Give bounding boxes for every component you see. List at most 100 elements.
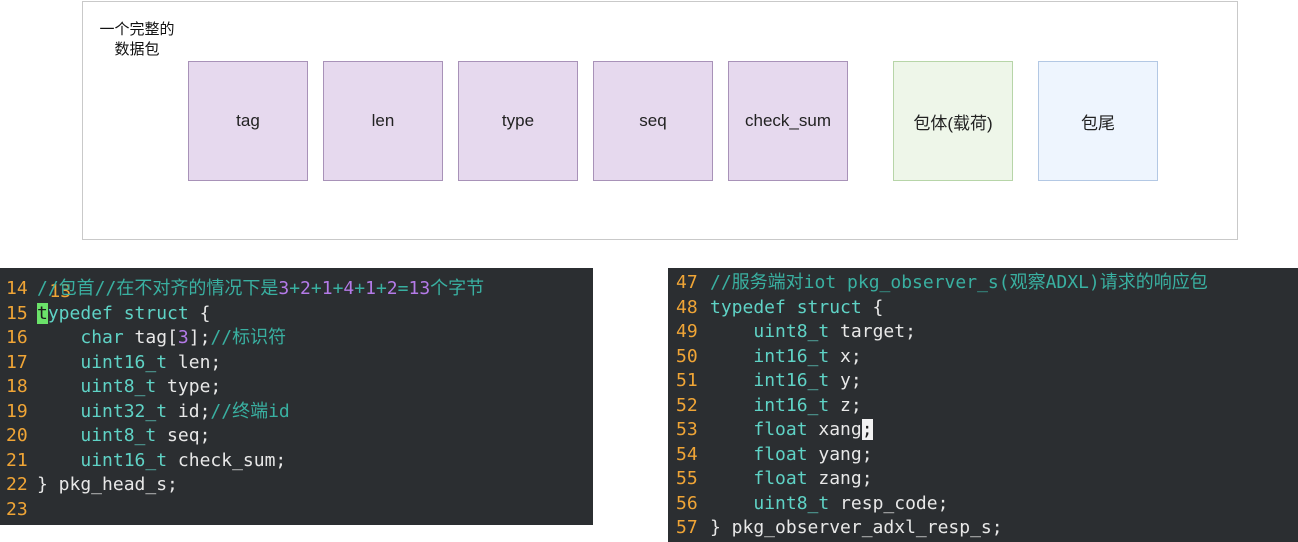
- code-panel-observer-resp: 47//服务端对iot pkg_observer_s(观察ADXL)请求的响应包…: [668, 268, 1298, 542]
- code-token: seq;: [156, 425, 211, 446]
- line-number: 51: [676, 370, 698, 391]
- code-token: tag[: [123, 327, 178, 348]
- code-token: char: [80, 327, 124, 348]
- line-number: 20: [6, 425, 28, 446]
- code-line: 49 uint8_t target;: [668, 320, 1298, 345]
- code-token: yang;: [807, 443, 873, 465]
- code-token: z;: [829, 394, 862, 416]
- code-token: [710, 321, 753, 342]
- code-token: typedef struct: [710, 296, 862, 318]
- line-number: 54: [676, 443, 698, 465]
- code-line-partial: 13: [0, 268, 593, 302]
- code-token: [710, 395, 753, 416]
- code-comment: //标识符: [210, 327, 287, 348]
- line-number: 50: [676, 345, 698, 367]
- line-number: 14: [6, 278, 28, 299]
- code-token: uint8_t: [80, 425, 157, 446]
- code-token: int16_t: [753, 345, 830, 367]
- packet-tail: 包尾: [1038, 61, 1158, 181]
- code-token: [710, 419, 753, 440]
- code-token: resp_code;: [829, 492, 949, 514]
- code-token: uint16_t: [80, 351, 168, 373]
- code-line: 52 int16_t z;: [668, 394, 1298, 419]
- code-token: uint8_t: [753, 492, 830, 514]
- line-number: 23: [6, 498, 28, 520]
- code-token: id;: [167, 400, 211, 422]
- code-token: [710, 468, 753, 489]
- code-token: y;: [829, 370, 862, 391]
- code-comment: +: [354, 278, 366, 299]
- code-token: [710, 493, 753, 514]
- code-line: 53 float xang;: [668, 418, 1298, 443]
- code-line: 19 uint32_t id;//终端id: [0, 400, 593, 425]
- line-number: 16: [6, 327, 28, 348]
- code-token: ypedef struct: [47, 302, 189, 324]
- packet-field-check-sum: check_sum: [728, 61, 848, 181]
- code-token: 4: [343, 278, 355, 299]
- line-number: 57: [676, 517, 698, 538]
- code-line: 47//服务端对iot pkg_observer_s(观察ADXL)请求的响应包: [668, 271, 1298, 296]
- code-line: 15 typedef struct {: [0, 302, 593, 327]
- line-number: 21: [6, 449, 28, 471]
- code-line: 22} pkg_head_s;: [0, 473, 593, 498]
- line-number: 53: [676, 419, 698, 440]
- code-token: xang: [807, 419, 862, 440]
- code-token: uint16_t: [80, 449, 168, 471]
- code-token: [710, 444, 753, 465]
- line-number: 13: [49, 280, 72, 302]
- code-line: 50 int16_t x;: [668, 345, 1298, 370]
- line-number: 52: [676, 394, 698, 416]
- code-token: } pkg_observer_adxl_resp_s;: [710, 517, 1003, 538]
- diagram-caption: 一个完整的 数据包: [99, 20, 175, 58]
- code-token: x;: [829, 345, 862, 367]
- code-token: {: [188, 302, 211, 324]
- code-token: float: [753, 419, 808, 440]
- code-token: 3: [278, 278, 290, 299]
- code-token: type;: [156, 376, 222, 397]
- code-token: uint8_t: [80, 376, 157, 397]
- code-comment: 个字节: [430, 278, 485, 299]
- code-line: 23: [0, 498, 593, 523]
- code-token: ];: [188, 327, 211, 348]
- code-token: 1: [365, 278, 376, 299]
- code-token: [37, 327, 80, 348]
- line-number: 17: [6, 351, 28, 373]
- code-token: [37, 401, 80, 422]
- code-token: 3: [177, 327, 189, 348]
- text-cursor: ;: [861, 419, 873, 440]
- code-comment: +: [332, 278, 344, 299]
- code-token: uint8_t: [753, 321, 830, 342]
- packet-field-len: len: [323, 61, 443, 181]
- code-line: 54 float yang;: [668, 443, 1298, 468]
- code-token: [37, 352, 80, 373]
- code-token: 1: [321, 278, 333, 299]
- line-number: 47: [676, 272, 698, 293]
- code-line: 16 char tag[3];//标识符: [0, 326, 593, 351]
- code-token: 2: [386, 278, 398, 299]
- packet-structure-diagram: 一个完整的 数据包 tag len type seq check_sum 包体(…: [82, 1, 1238, 240]
- code-line: 17 uint16_t len;: [0, 351, 593, 376]
- code-token: [37, 425, 80, 446]
- code-comment: =: [397, 278, 409, 299]
- code-comment: +: [289, 278, 301, 299]
- code-token: [37, 376, 80, 397]
- code-token: uint32_t: [80, 400, 168, 422]
- line-number: 15: [6, 302, 28, 324]
- text-cursor: t: [37, 302, 48, 324]
- code-line: 56 uint8_t resp_code;: [668, 492, 1298, 517]
- code-token: [710, 346, 753, 367]
- code-line: 51 int16_t y;: [668, 369, 1298, 394]
- code-comment: +: [375, 278, 387, 299]
- line-number: 22: [6, 474, 28, 495]
- code-token: int16_t: [753, 370, 830, 391]
- code-comment: //包首//在不对齐的情况下是: [37, 278, 279, 299]
- code-line: 57 } pkg_observer_adxl_resp_s;: [668, 516, 1298, 541]
- code-token: 13: [408, 278, 431, 299]
- line-number: 49: [676, 321, 698, 342]
- code-line: 14//包首//在不对齐的情况下是3+2+1+4+1+2=13个字节: [0, 277, 593, 302]
- code-line: 18 uint8_t type;: [0, 375, 593, 400]
- code-token: [37, 450, 80, 471]
- code-token: float: [753, 468, 808, 489]
